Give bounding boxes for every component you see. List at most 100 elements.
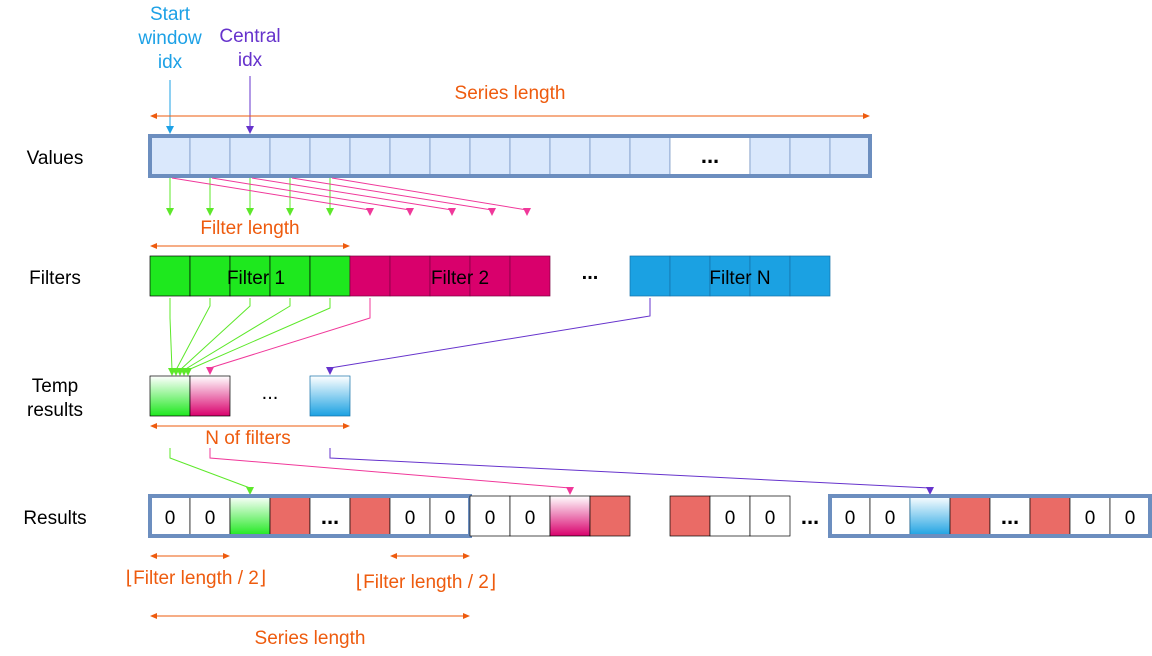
green-value-arrows [166, 178, 334, 216]
values-label: Values [27, 148, 84, 169]
result-zero: 0 [1085, 508, 1096, 529]
result-zero: 0 [485, 508, 496, 529]
half-left-arrow [150, 553, 230, 559]
result-salmon-cell [669, 495, 711, 537]
result-magenta-cell [549, 495, 591, 537]
result-zero: 0 [765, 508, 776, 529]
half-right-arrow [390, 553, 470, 559]
temp-magenta-cell [189, 375, 231, 417]
result-cell [869, 495, 911, 537]
temp-ellipsis: ... [262, 382, 279, 404]
green-filter-arrows [168, 298, 331, 376]
result-zero: 0 [725, 508, 736, 529]
filter-length-label: Filter length [200, 218, 299, 239]
result-zero: 0 [405, 508, 416, 529]
results-label: Results [23, 508, 86, 529]
half-right-label: ⌊Filter length / 2⌋ [356, 572, 497, 593]
blue-result-arrow [329, 448, 934, 495]
temp-blue-cell [309, 375, 351, 417]
values-row: ... [148, 134, 872, 178]
result-zero: 0 [165, 508, 176, 529]
result-salmon-cell [1029, 495, 1071, 537]
central-idx-arrowhead [246, 126, 254, 134]
result-cell [469, 495, 511, 537]
result-cell [1069, 495, 1111, 537]
value-gap-cell [669, 135, 751, 177]
result-cell [389, 495, 431, 537]
result-blue-cell [909, 495, 951, 537]
result-group-4-outline [828, 494, 1152, 538]
result-salmon-cell [949, 495, 991, 537]
series-length-bottom-label: Series length [255, 628, 366, 649]
magenta-result-arrow [209, 448, 574, 495]
result-salmon-cell [589, 495, 631, 537]
value-cell [549, 135, 591, 177]
result-cell [509, 495, 551, 537]
result-cell [709, 495, 751, 537]
result-salmon-cell [349, 495, 391, 537]
central-idx-label-1: Central [219, 26, 280, 47]
n-of-filters-label: N of filters [205, 428, 291, 449]
series-length-top-arrow [150, 113, 870, 119]
results-row: 0 0 ... 0 0 0 0 0 0 ... 0 0 ... [148, 494, 1152, 538]
result-zero: 0 [445, 508, 456, 529]
filter-2-label: Filter 2 [431, 268, 489, 289]
values-outline [148, 134, 872, 178]
value-cell [429, 135, 471, 177]
value-cell [749, 135, 791, 177]
value-cell [189, 135, 231, 177]
series-length-top-label: Series length [455, 83, 566, 104]
value-cell [629, 135, 671, 177]
result-green-cell [229, 495, 271, 537]
value-cell [269, 135, 311, 177]
blue-filter-arrow [326, 298, 651, 375]
result-ellipsis: ... [1001, 504, 1019, 529]
result-ellipsis: ... [801, 504, 819, 529]
filter-1: Filter 1 [149, 255, 351, 297]
result-zero: 0 [205, 508, 216, 529]
values-ellipsis: ... [701, 143, 719, 168]
value-cell [509, 135, 551, 177]
value-cell [389, 135, 431, 177]
result-cell [309, 495, 351, 537]
magenta-filter-arrow [206, 298, 371, 375]
value-cell [589, 135, 631, 177]
series-length-bottom-arrow [150, 613, 470, 619]
start-window-arrowhead [166, 126, 174, 134]
temp-results-label-2: results [27, 400, 83, 421]
result-ellipsis: ... [321, 504, 339, 529]
value-cell [309, 135, 351, 177]
value-cell [229, 135, 271, 177]
result-zero: 0 [885, 508, 896, 529]
result-zero: 0 [1125, 508, 1136, 529]
start-window-label-1: Start [150, 4, 191, 25]
result-zero: 0 [525, 508, 536, 529]
temp-green-cell [149, 375, 191, 417]
result-cell [1109, 495, 1151, 537]
filters-ellipsis: ... [582, 262, 599, 284]
central-idx-label-2: idx [238, 50, 263, 71]
filter-n: Filter N [629, 255, 831, 297]
magenta-value-arrows [171, 177, 531, 216]
temp-results-label-1: Temp [32, 376, 78, 397]
filter-length-arrow [150, 243, 350, 249]
half-left-label: ⌊Filter length / 2⌋ [126, 568, 267, 589]
green-result-arrow [169, 448, 254, 495]
value-cell [469, 135, 511, 177]
filter-1-label: Filter 1 [227, 268, 285, 289]
value-cell [789, 135, 831, 177]
result-cell [749, 495, 791, 537]
start-window-label-3: idx [158, 52, 183, 73]
start-window-label-2: window [137, 28, 202, 49]
value-cell [829, 135, 871, 177]
filter-2: Filter 2 [349, 255, 551, 297]
result-zero: 0 [845, 508, 856, 529]
result-cell [829, 495, 871, 537]
filters-label: Filters [29, 268, 81, 289]
n-of-filters-arrow [150, 423, 350, 429]
result-cell [189, 495, 231, 537]
value-cell [349, 135, 391, 177]
filter-n-label: Filter N [709, 268, 770, 289]
result-cell [989, 495, 1031, 537]
